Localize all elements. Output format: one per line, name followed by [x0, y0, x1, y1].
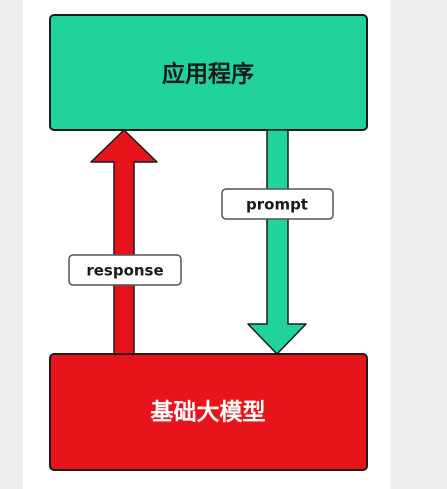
model-box-label: 基础大模型 — [151, 400, 266, 426]
prompt-tag-label: prompt — [246, 196, 308, 214]
response-tag-label: response — [86, 262, 163, 280]
prompt-tag — [221, 188, 334, 220]
response-arrow — [90, 129, 158, 355]
model-box — [49, 353, 368, 471]
app-box — [49, 14, 368, 131]
response-tag — [68, 254, 182, 286]
prompt-arrow — [247, 129, 307, 355]
app-box-label: 应用程序 — [162, 61, 254, 88]
